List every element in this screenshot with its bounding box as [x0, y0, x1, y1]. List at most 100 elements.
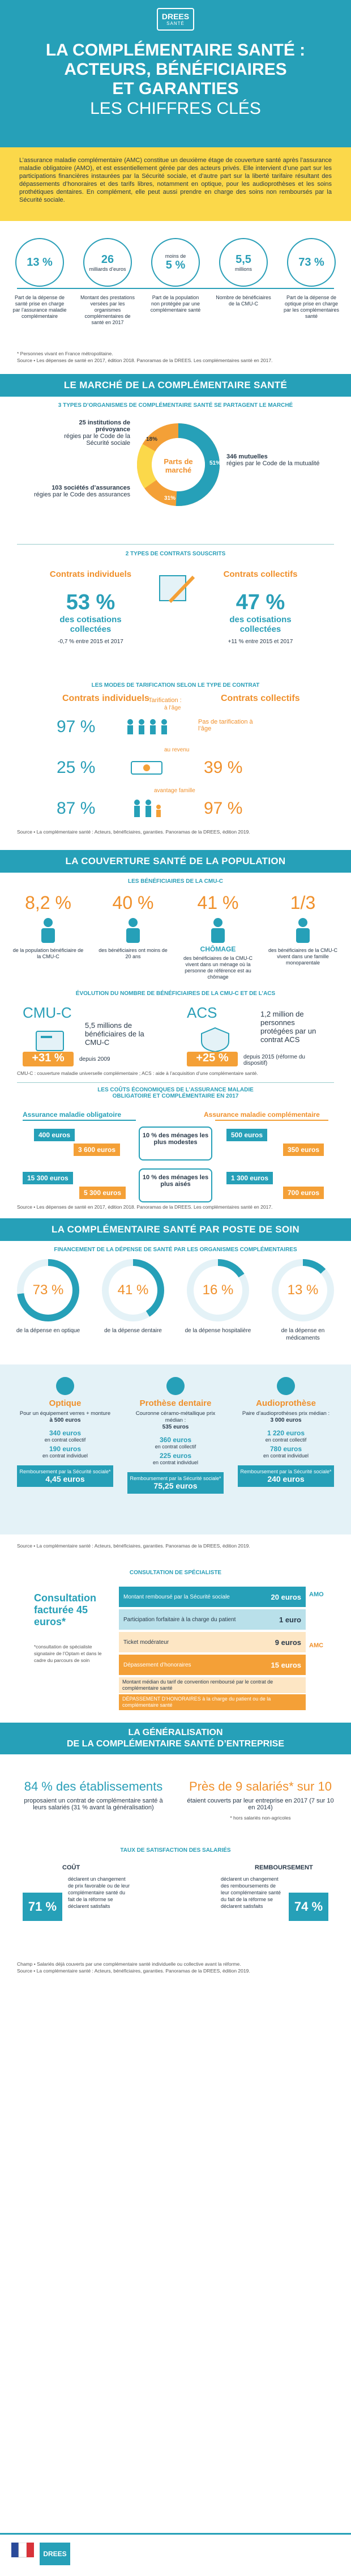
care-section: LA COMPLÉMENTAIRE SANTÉ PAR POSTE DE SOI…	[0, 1218, 351, 1558]
consult-title: Consultation facturée 45 euros*	[34, 1592, 96, 1627]
care-item-1: 41 %de la dépense dentaire	[96, 1259, 170, 1342]
population-band-title: LA COUVERTURE SANTÉ DE LA POPULATION	[0, 850, 351, 873]
costs-subtitle: LES COÛTS ÉCONOMIQUES DE L’ASSURANCE MAL…	[97, 1087, 254, 1099]
cost-left1-ben: 3 600 euros	[74, 1144, 121, 1156]
age-label: à l’âge	[164, 705, 181, 711]
ss-reimbursement-box: Remboursement par la Sécurité sociale*24…	[238, 1465, 334, 1487]
keyfigure-label: Montant des prestations versées par les …	[80, 295, 135, 325]
cost-right1-cot: 500 euros	[226, 1129, 268, 1141]
cost-left2-cot: 15 300 euros	[23, 1172, 73, 1184]
cost-left1-cot: 400 euros	[34, 1129, 75, 1141]
population-note: CMU-C : couverture maladie universelle c…	[17, 1070, 258, 1076]
keyfig-note: * Personnes vivant en France métropolita…	[17, 351, 113, 356]
share-institutions: 18%	[146, 436, 158, 443]
costs-left-title: Assurance maladie obligatoire	[23, 1111, 122, 1119]
care-ring: 16 %	[187, 1259, 249, 1321]
intro-box: L’assurance maladie complémentaire (AMC)…	[0, 147, 351, 221]
family-label: avantage famille	[154, 788, 195, 794]
contracts-subtitle: 2 TYPES DE CONTRATS SOUSCRITS	[125, 551, 226, 557]
generalisation-right: Près de 9 salariés* sur 10 étaient couve…	[187, 1779, 334, 1821]
care-ring: 13 %	[272, 1259, 334, 1321]
person-icon	[96, 917, 170, 945]
revenue-row: 25 % 39 %	[57, 758, 243, 777]
care-source: Source • La complémentaire santé : Acteu…	[17, 1543, 250, 1549]
collective-contracts: Contrats collectifs 47 % des cotisations…	[223, 569, 298, 645]
pricing-subtitle: LES MODES DE TARIFICATION SELON LE TYPE …	[91, 682, 260, 688]
consult-subtitle: CONSULTATION DE SPÉCIALISTE	[129, 1570, 222, 1576]
keyfig-source: Source • Les dépenses de santé en 2017, …	[17, 358, 273, 363]
care-card-icon	[127, 1376, 224, 1398]
page-title-line3: ET GARANTIES	[112, 79, 239, 98]
pricing-collective-label: Contrats collectifs	[221, 694, 300, 703]
care-subtitle: FINANCEMENT DE LA DÉPENSE DE SANTÉ PAR L…	[54, 1247, 297, 1253]
keyfigure-4: 73 % Part de la dépense de optique prise …	[283, 238, 340, 326]
header: DREES SANTÉ LA COMPLÉMENTAIRE SANTÉ : AC…	[0, 0, 351, 147]
pricing-source: Source • La complémentaire santé : Acteu…	[17, 829, 250, 835]
footer-drees-logo: DREES	[40, 2543, 70, 2565]
donut-center-label: Parts de marché	[164, 457, 193, 474]
consult-row-1: Participation forfaitaire à la charge du…	[119, 1609, 306, 1630]
market-band-title: LE MARCHÉ DE LA COMPLÉMENTAIRE SANTÉ	[0, 374, 351, 397]
cmu-stat-0: 8,2 %de la population bénéficiaire de la…	[11, 892, 85, 980]
satisfaction-right: REMBOURSEMENT 74 % déclarent un changeme…	[181, 1864, 334, 1955]
family-row: 87 % 97 %	[57, 799, 243, 818]
generalisation-band: LA GÉNÉRALISATION DE LA COMPLÉMENTAIRE S…	[0, 1723, 351, 1754]
care-item-3: 13 %de la dépense en médicaments	[266, 1259, 340, 1342]
generalisation-left: 84 % des établissements proposaient un c…	[24, 1779, 163, 1811]
satisfaction-subtitle: TAUX DE SATISFACTION DES SALARIÉS	[120, 1847, 231, 1854]
cmu-block: CMU-C 5,5 millions de bénéficiaires de l…	[23, 1004, 170, 1066]
pricing-section: LES MODES DE TARIFICATION SELON LE TYPE …	[0, 680, 351, 844]
revenue-label: au revenu	[164, 747, 190, 753]
people-icons	[125, 719, 176, 736]
care-band-title: LA COMPLÉMENTAIRE SANTÉ PAR POSTE DE SOI…	[0, 1218, 351, 1241]
keyfigure-label: Part de la dépense de santé prise en cha…	[12, 295, 67, 319]
cost-right1-ben: 350 euros	[283, 1144, 324, 1156]
care-card-icon	[238, 1376, 334, 1398]
satisfaction-left: COÛT 71 % déclarent un changement de pri…	[23, 1864, 176, 1955]
keyfigure-0: 13 % Part de la dépense de santé prise en…	[11, 238, 68, 326]
person-icon	[181, 917, 255, 945]
keyfigure-label: Part de la dépense de optique prise en c…	[283, 295, 340, 319]
keyfigure-circle: 73 %	[287, 238, 336, 287]
page-title-line2: ACTEURS, BÉNÉFICIAIRES	[64, 60, 287, 79]
person-icon	[11, 917, 85, 945]
satisfaction-source1: Champ • Salariés déjà couverts par une c…	[17, 1961, 241, 1967]
share-insurance: 31%	[164, 495, 176, 501]
consult-depass: DÉPASSEMENT D’HONORAIRES à la charge du …	[119, 1694, 306, 1710]
share-mutual: 51%	[209, 460, 221, 466]
consult-note: *consultation de spécialiste signataire …	[34, 1644, 102, 1663]
keyfigure-label: Part de la population non protégée par u…	[150, 295, 201, 313]
satisfaction-section: TAUX DE SATISFACTION DES SALARIÉS COÛT 7…	[0, 1847, 351, 2442]
costs-right-title: Assurance maladie complémentaire	[204, 1111, 320, 1119]
market-subtitle: 3 TYPES D’ORGANISMES DE COMPLÉMENTAIRE S…	[58, 402, 293, 409]
cmu-evo-badge: +31 %	[23, 1052, 74, 1066]
cost-left2-ben: 5 300 euros	[79, 1187, 126, 1199]
ss-reimbursement-box: Remboursement par la Sécurité sociale*4,…	[17, 1465, 113, 1487]
consult-median: Montant médian du tarif de convention re…	[119, 1677, 306, 1693]
pricing-tar-label: Tarification :	[148, 697, 182, 704]
cost-mid2: 10 % des ménages les plus aisés	[139, 1168, 212, 1202]
keyfigure-label: Nombre de bénéficiaires de la CMU-C	[216, 295, 271, 307]
evolution-subtitle: ÉVOLUTION DU NOMBRE DE BÉNÉFICIAIRES DE …	[75, 991, 276, 997]
care-item-0: 73 %de la dépense en optique	[11, 1259, 85, 1342]
keyfigure-circle: 13 %	[15, 238, 64, 287]
republic-logo	[11, 2542, 34, 2565]
amo-label: AMO	[309, 1591, 324, 1598]
age-row: 97 % Pas de tarification à l’âge	[57, 717, 253, 736]
care-item-2: 16 %de la dépense hospitalière	[181, 1259, 255, 1342]
pen-icon	[153, 572, 198, 606]
drees-logo: DREES SANTÉ	[157, 8, 194, 31]
generalisation-section: LA GÉNÉRALISATION DE LA COMPLÉMENTAIRE S…	[0, 1723, 351, 1842]
